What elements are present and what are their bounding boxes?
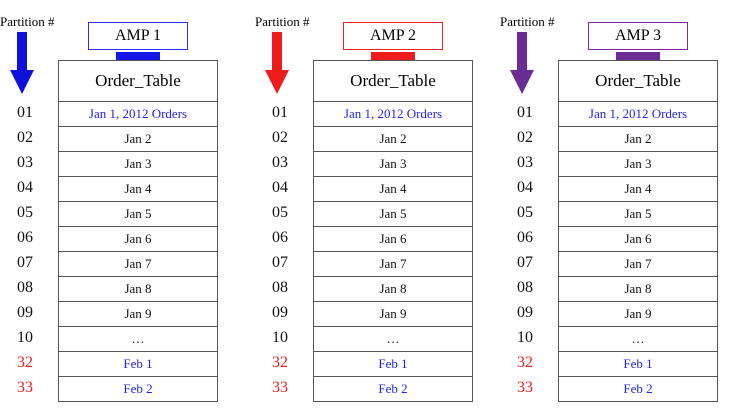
partition-number: 01 [272, 103, 288, 121]
partition-number-label: Partition # [0, 14, 55, 29]
partition-number: 05 [517, 203, 533, 221]
partition-number: 09 [17, 303, 33, 321]
partition-number: 03 [272, 153, 288, 171]
down-arrow-icon [510, 32, 534, 94]
table-row: … [314, 327, 472, 352]
amp-label-box: AMP 2 [343, 22, 443, 50]
amp-connector-bar [116, 52, 160, 61]
table-row: Feb 1 [59, 352, 217, 377]
partition-number: 32 [272, 353, 288, 371]
table-row: Feb 2 [378, 381, 408, 396]
partition-number: 08 [17, 278, 33, 296]
table-row: … [59, 327, 217, 352]
table-row: Jan 2 [314, 127, 472, 152]
table-row: Jan 1, 2012 Orders [59, 102, 217, 127]
partition-number-label: Partition # [255, 14, 310, 29]
table-row: Feb 1 [314, 352, 472, 377]
table-row: Jan 1, 2012 Orders [559, 102, 717, 127]
table-row: Jan 9 [59, 302, 217, 327]
table-header: Order_Table [59, 61, 217, 102]
table-row: Jan 4 [314, 177, 472, 202]
table-row: Jan 5 [559, 202, 717, 227]
partition-number: 10 [17, 328, 33, 346]
partition-number: 33 [517, 378, 533, 396]
table-row: Feb 2 [623, 381, 653, 396]
table-header: Order_Table [314, 61, 472, 102]
table-row: Jan 9 [314, 302, 472, 327]
partition-number: 03 [17, 153, 33, 171]
partition-number: 03 [517, 153, 533, 171]
partition-number: 04 [17, 178, 33, 196]
partition-number: 02 [17, 128, 33, 146]
table-row: Jan 7 [314, 252, 472, 277]
partition-number: 02 [517, 128, 533, 146]
table-row: Jan 8 [314, 277, 472, 302]
amp-label-box: AMP 1 [88, 22, 188, 50]
partition-number: 01 [17, 103, 33, 121]
partition-number: 32 [517, 353, 533, 371]
partition-number: 02 [272, 128, 288, 146]
partition-number: 04 [272, 178, 288, 196]
table-row: Jan 1, 2012 Orders [314, 102, 472, 127]
down-arrow-icon [265, 32, 289, 94]
table-row: Jan 8 [59, 277, 217, 302]
table-row: Jan 7 [59, 252, 217, 277]
table-row: Jan 8 [559, 277, 717, 302]
partition-number: 10 [272, 328, 288, 346]
table-row: … [559, 327, 717, 352]
table-row: Jan 6 [559, 227, 717, 252]
partition-number: 04 [517, 178, 533, 196]
amp-panel-3: Partition # AMP 3 Order_Table Jan 1, 201… [500, 0, 740, 414]
table-row: Jan 3 [59, 152, 217, 177]
partition-number: 33 [272, 378, 288, 396]
partition-numbers: 01 02 03 04 05 06 07 08 09 10 32 33 [500, 100, 550, 400]
amp-panel-2: Partition # AMP 2 Order_Table Jan 1, 201… [255, 0, 495, 414]
table-row: Jan 7 [559, 252, 717, 277]
table-row: Jan 5 [314, 202, 472, 227]
partition-number: 09 [272, 303, 288, 321]
table-row: Jan 6 [314, 227, 472, 252]
partition-number: 32 [17, 353, 33, 371]
partition-number: 33 [17, 378, 33, 396]
partition-number: 05 [272, 203, 288, 221]
amp-label-box: AMP 3 [588, 22, 688, 50]
table-row: Feb 1 [559, 352, 717, 377]
amp-connector-bar [371, 52, 415, 61]
partition-number: 10 [517, 328, 533, 346]
partition-number-label: Partition # [500, 14, 555, 29]
table-row: Jan 2 [59, 127, 217, 152]
table-header: Order_Table [559, 61, 717, 102]
down-arrow-icon [10, 32, 34, 94]
partition-number: 06 [517, 228, 533, 246]
partition-number: 09 [517, 303, 533, 321]
table-row: Jan 3 [314, 152, 472, 177]
table-row: Feb 2 [123, 381, 153, 396]
table-row: Jan 4 [59, 177, 217, 202]
partition-number: 08 [272, 278, 288, 296]
table-row: Jan 4 [559, 177, 717, 202]
table-row: Jan 6 [59, 227, 217, 252]
partition-numbers: 01 02 03 04 05 06 07 08 09 10 32 33 [0, 100, 50, 400]
table-row: Jan 5 [59, 202, 217, 227]
table-row: Jan 3 [559, 152, 717, 177]
partition-number: 01 [517, 103, 533, 121]
partition-number: 07 [17, 253, 33, 271]
partition-numbers: 01 02 03 04 05 06 07 08 09 10 32 33 [255, 100, 305, 400]
partition-number: 07 [272, 253, 288, 271]
amp-panel-1: Partition # AMP 1 Order_Table Jan 1, 201… [0, 0, 240, 414]
table-row: Jan 9 [559, 302, 717, 327]
partition-number: 07 [517, 253, 533, 271]
partition-number: 08 [517, 278, 533, 296]
partition-number: 06 [17, 228, 33, 246]
partition-number: 05 [17, 203, 33, 221]
amp-connector-bar [616, 52, 660, 61]
partition-number: 06 [272, 228, 288, 246]
table-row: Jan 2 [559, 127, 717, 152]
